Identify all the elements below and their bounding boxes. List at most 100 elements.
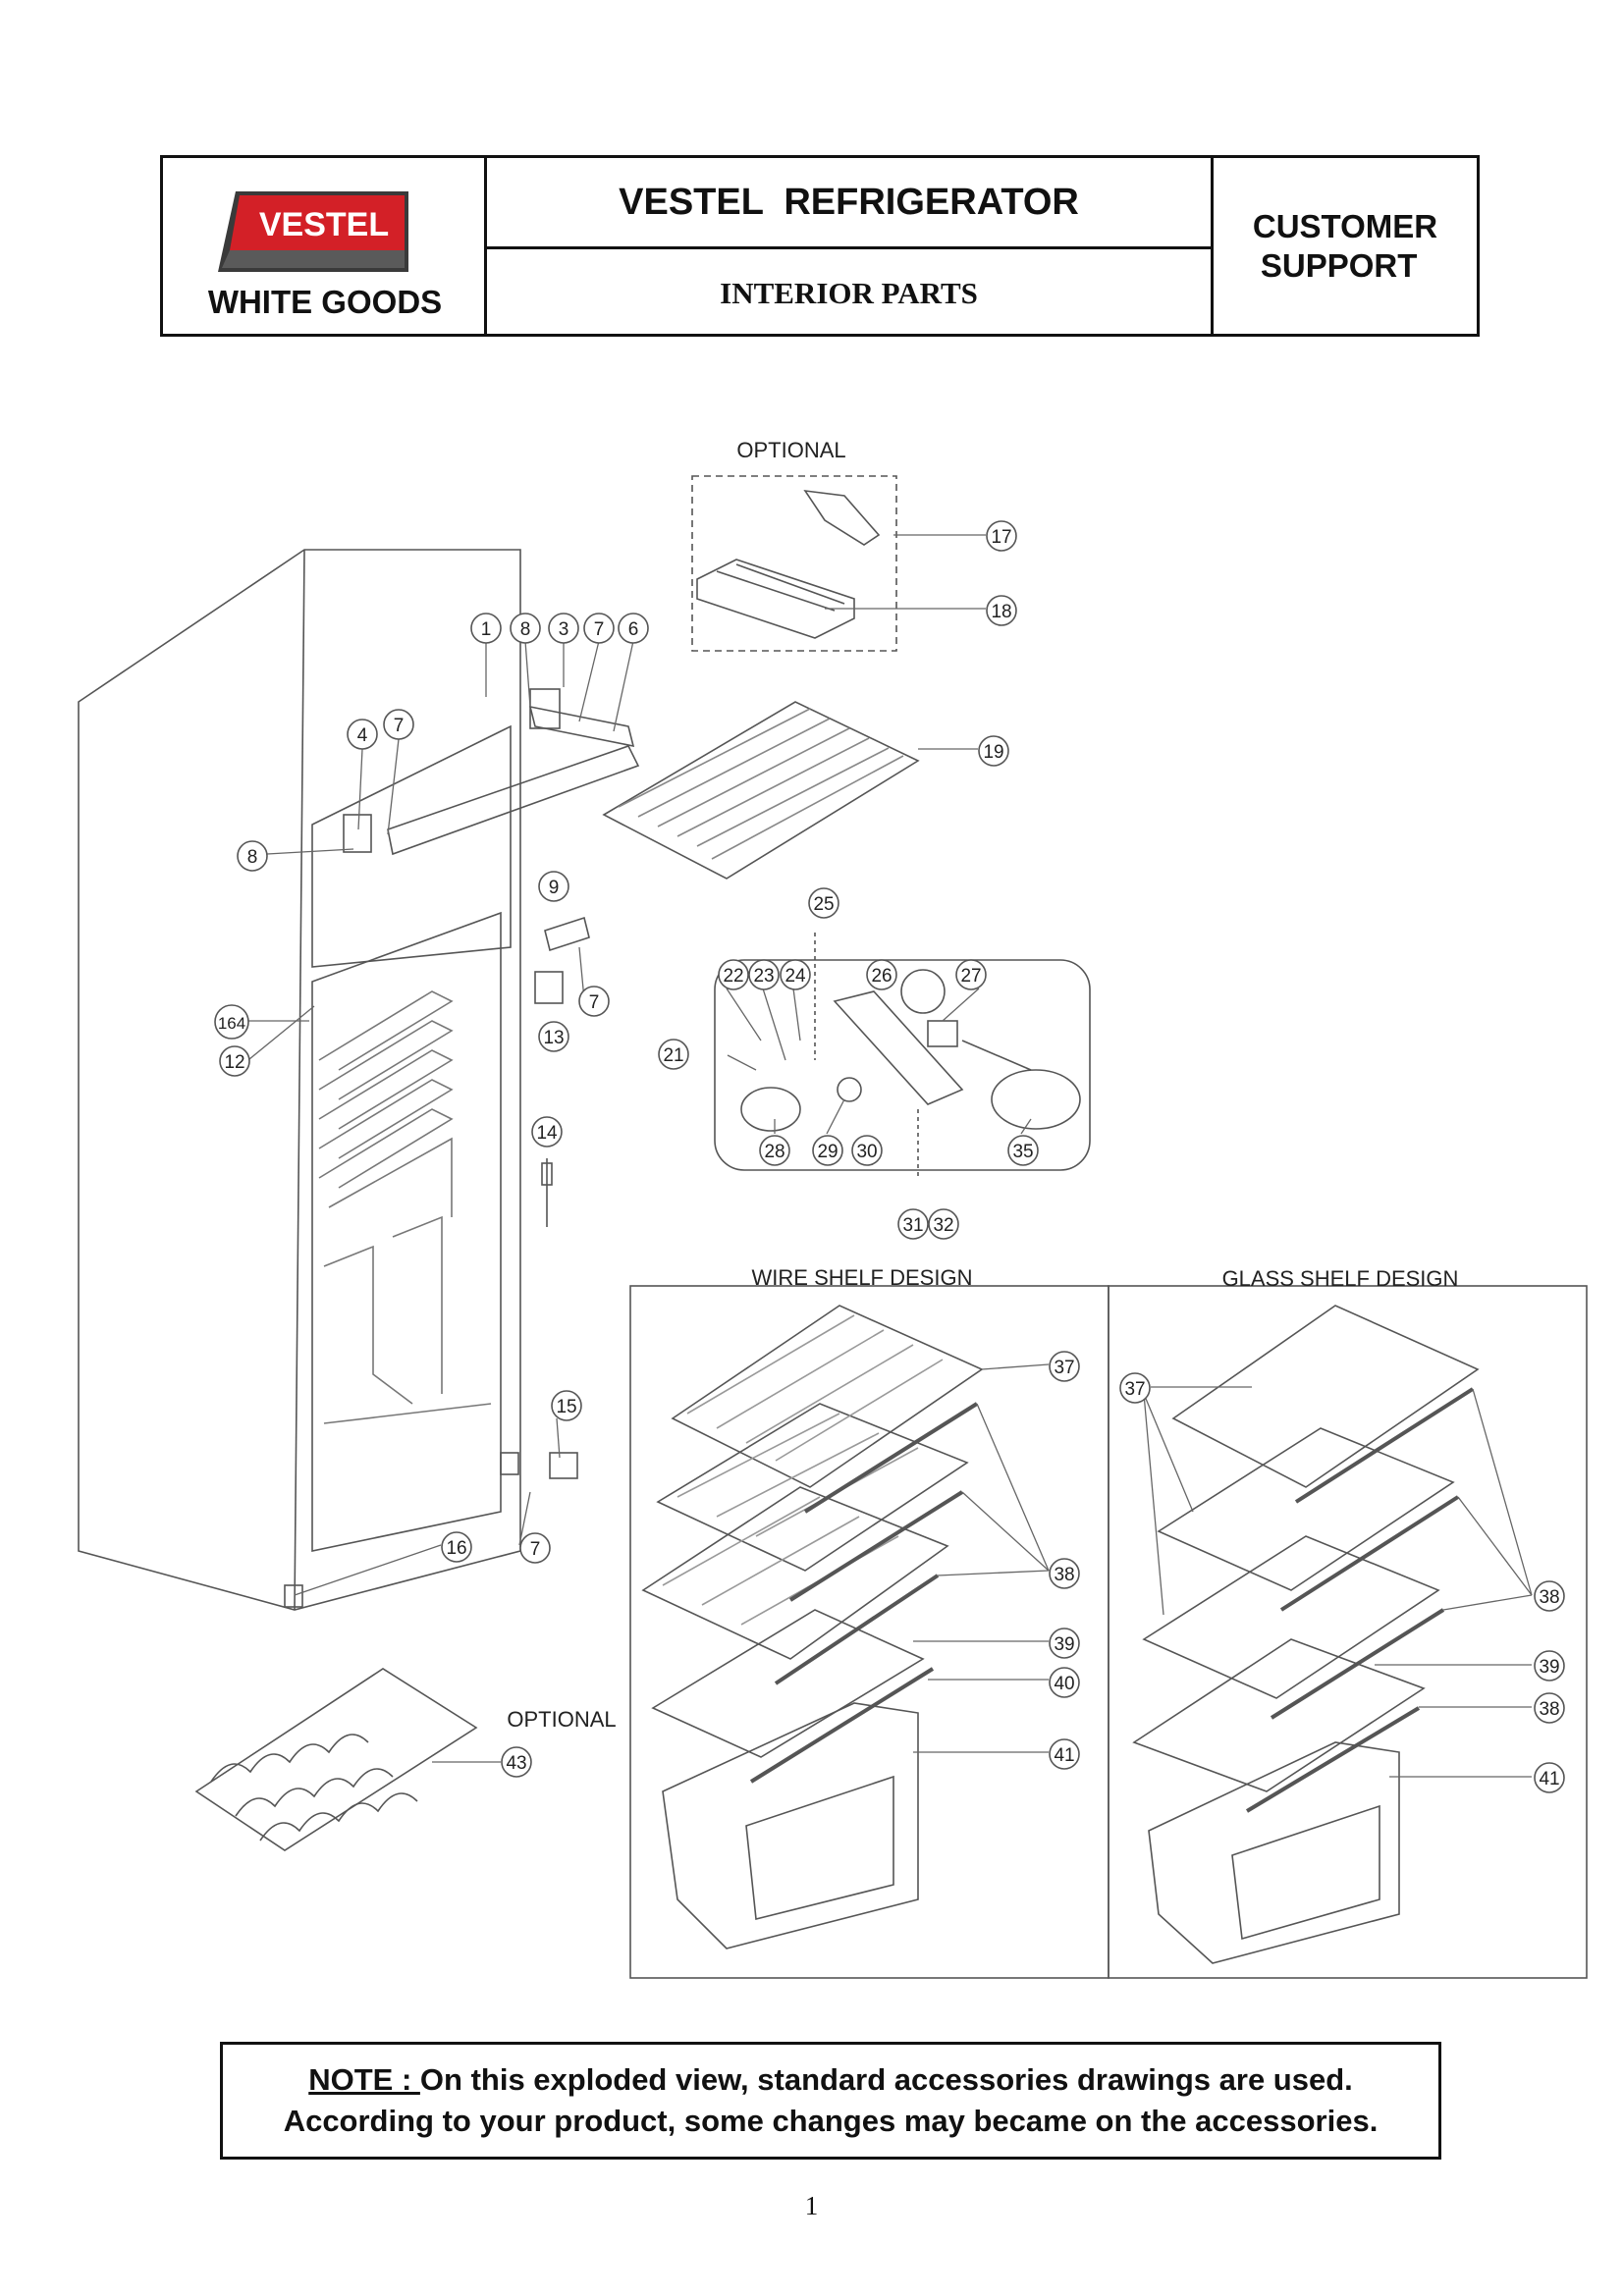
note-box: NOTE : On this exploded view, standard a…: [220, 2042, 1441, 2160]
wire-glass-cover-39: [651, 1609, 925, 1758]
hinge-part-9: [544, 916, 590, 952]
svg-text:8: 8: [520, 619, 531, 640]
thermostat-27: [900, 969, 958, 1047]
callout-41-wire: 41: [1049, 1738, 1080, 1770]
callout-43: 43: [501, 1746, 532, 1778]
glass-shelves: [1132, 1305, 1480, 1813]
svg-text:41: 41: [1539, 1769, 1559, 1789]
svg-text:18: 18: [991, 602, 1011, 622]
svg-text:23: 23: [753, 966, 774, 987]
callout-39-wire: 39: [1049, 1628, 1080, 1659]
callout-31: 31: [897, 1208, 929, 1240]
svg-text:24: 24: [784, 966, 806, 987]
svg-text:14: 14: [536, 1123, 558, 1144]
callout-27: 27: [955, 959, 987, 990]
svg-text:25: 25: [813, 894, 834, 915]
svg-text:7: 7: [594, 619, 605, 640]
svg-text:164: 164: [218, 1014, 245, 1033]
callout-7: 7: [519, 1532, 551, 1564]
page-subtitle: INTERIOR PARTS: [720, 275, 978, 310]
svg-text:21: 21: [663, 1045, 683, 1066]
callout-164: 164: [214, 1004, 249, 1040]
callout-28: 28: [759, 1135, 790, 1166]
glass-shelf-design-box: [1108, 1285, 1588, 1979]
callout-7: 7: [383, 709, 414, 740]
brand-subtitle: WHITE GOODS: [207, 284, 443, 320]
svg-text:38: 38: [1054, 1565, 1074, 1585]
callout-4: 4: [347, 719, 378, 750]
callout-37-wire: 37: [1049, 1351, 1080, 1382]
callout-18: 18: [986, 595, 1017, 626]
svg-text:40: 40: [1054, 1674, 1074, 1694]
callout-16: 16: [441, 1531, 472, 1563]
callout-7: 7: [578, 986, 610, 1017]
wire-shelf-label: WIRE SHELF DESIGN: [752, 1265, 973, 1290]
callout-12: 12: [219, 1045, 250, 1077]
callout-26: 26: [866, 959, 897, 990]
svg-text:41: 41: [1054, 1745, 1074, 1766]
svg-text:8: 8: [247, 847, 258, 868]
svg-text:7: 7: [530, 1539, 541, 1560]
svg-text:32: 32: [933, 1215, 953, 1236]
glass-shelf-label: GLASS SHELF DESIGN: [1222, 1266, 1459, 1291]
callout-41-glass: 41: [1534, 1762, 1565, 1793]
callout-13: 13: [538, 1021, 569, 1052]
callout-38-wire: 38: [1049, 1558, 1080, 1589]
refrigerator-cabinet: [78, 549, 640, 1611]
svg-text:17: 17: [991, 527, 1011, 548]
cable-35: [961, 1040, 1081, 1130]
sensor-part-14: [541, 1158, 553, 1227]
svg-text:38: 38: [1539, 1587, 1559, 1608]
callout-15: 15: [551, 1390, 582, 1421]
callout-3: 3: [548, 613, 579, 644]
svg-text:39: 39: [1539, 1657, 1559, 1678]
title-cell: VESTEL REFRIGERATOR INTERIOR PARTS: [487, 158, 1214, 334]
callout-30: 30: [851, 1135, 883, 1166]
svg-text:7: 7: [394, 716, 405, 736]
callout-14: 14: [531, 1116, 563, 1148]
callout-40-wire: 40: [1049, 1667, 1080, 1698]
svg-text:31: 31: [902, 1215, 923, 1236]
logo-text: VESTEL: [259, 206, 389, 243]
callout-35: 35: [1007, 1135, 1039, 1166]
callout-19: 19: [978, 735, 1009, 767]
callout-21: 21: [658, 1039, 689, 1070]
switch-part-13: [534, 971, 564, 1004]
svg-text:1: 1: [481, 619, 492, 640]
vestel-logo: VESTEL: [218, 191, 408, 272]
svg-text:9: 9: [549, 878, 560, 898]
leader-lines: [247, 534, 1533, 1778]
svg-text:4: 4: [357, 725, 368, 746]
callout-22: 22: [718, 959, 749, 990]
callout-32: 32: [928, 1208, 959, 1240]
svg-text:26: 26: [871, 966, 892, 987]
svg-text:15: 15: [556, 1397, 576, 1417]
callout-8: 8: [510, 613, 541, 644]
svg-text:43: 43: [506, 1753, 526, 1774]
wire-shelves: [641, 1305, 984, 1685]
svg-text:16: 16: [446, 1538, 466, 1559]
callout-9: 9: [538, 871, 569, 902]
optional-bottom-label: OPTIONAL: [507, 1707, 616, 1732]
wine-rack-43: [194, 1668, 478, 1851]
support-line-1: CUSTOMER: [1252, 207, 1438, 244]
note-prefix: NOTE :: [308, 2062, 420, 2097]
svg-text:37: 37: [1054, 1358, 1074, 1378]
thermostat-group-box: [714, 959, 1091, 1171]
svg-text:22: 22: [723, 966, 743, 987]
callout-8: 8: [237, 840, 268, 872]
knob-ring-29: [837, 1077, 862, 1102]
callout-38-glass: 38: [1534, 1580, 1565, 1612]
callout-6: 6: [618, 613, 649, 644]
svg-text:12: 12: [224, 1052, 244, 1073]
callout-23: 23: [748, 959, 780, 990]
page-title: VESTEL REFRIGERATOR: [487, 158, 1211, 249]
thermostat-housing-26: [833, 990, 964, 1105]
header-table: VESTEL WHITE GOODS VESTEL REFRIGERATOR I…: [160, 155, 1480, 337]
svg-text:27: 27: [960, 966, 981, 987]
svg-text:39: 39: [1054, 1634, 1074, 1655]
callout-17: 17: [986, 520, 1017, 552]
glass-crisper-drawer-41: [1148, 1741, 1400, 1964]
svg-text:7: 7: [589, 992, 600, 1013]
